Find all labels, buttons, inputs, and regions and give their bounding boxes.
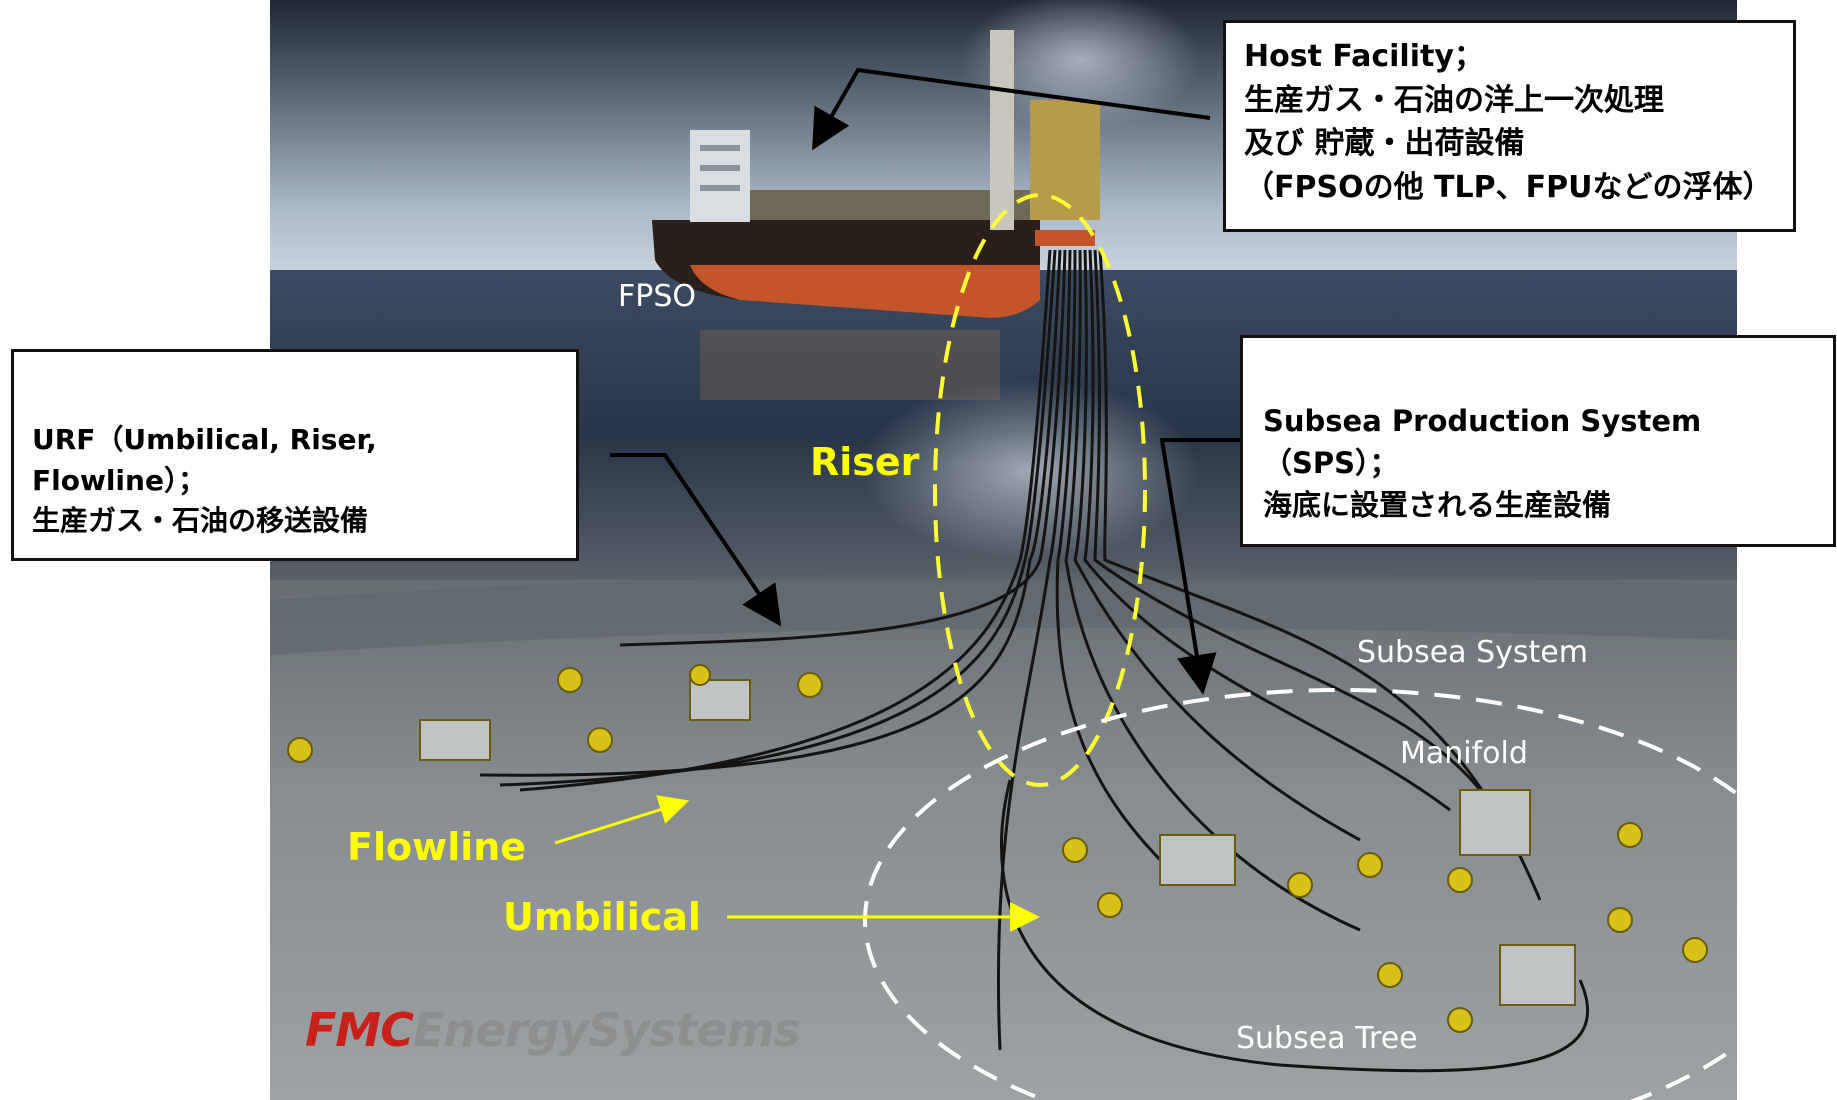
sps-callout-line1: Subsea Production System（SPS）；: [1263, 404, 1702, 481]
flowline-label: Flowline: [347, 825, 526, 869]
riser-lines: [479, 249, 1590, 1073]
subsea-system-ellipse: [863, 688, 1817, 1100]
sps-callout: Subsea Production System（SPS）； 海底に設置される生…: [1240, 335, 1836, 547]
umbilical-label: Umbilical: [503, 895, 701, 939]
fmc-logo: FMCEnergySystems: [305, 1003, 801, 1057]
flowline-arrow: [554, 795, 690, 845]
seabed-horizon: [270, 573, 1737, 655]
host-callout-line2: 生産ガス・石油の洋上一次処理: [1244, 82, 1664, 118]
right-cluster-equipment: [1062, 789, 1708, 1033]
urf-arrow: [610, 453, 782, 627]
host-arrow: [812, 67, 1211, 151]
subsea-system-label: Subsea System: [1357, 635, 1588, 670]
manifold-label: Manifold: [1400, 736, 1528, 771]
fmc-brand: FMC: [305, 1003, 414, 1057]
subsea-tree-label: Subsea Tree: [1236, 1021, 1418, 1056]
urf-callout-line1: URF（Umbilical, Riser, Flowline）；: [32, 423, 377, 497]
urf-callout: URF（Umbilical, Riser, Flowline）； 生産ガス・石油…: [11, 349, 579, 561]
fpso-vessel: [652, 30, 1100, 318]
left-cluster-equipment: [287, 664, 823, 763]
sps-callout-line2: 海底に設置される生産設備: [1263, 488, 1612, 523]
riser-highlight-ellipse: [933, 193, 1147, 787]
energy-systems-wordmark: EnergySystems: [412, 1003, 801, 1057]
sun-glow: [960, 0, 1200, 130]
host-callout-line4: （FPSOの他 TLP、FPUなどの浮体）: [1244, 169, 1773, 205]
riser-label: Riser: [810, 440, 920, 484]
urf-callout-line2: 生産ガス・石油の移送設備: [32, 504, 369, 538]
host-callout-line3: 及び 貯蔵・出荷設備: [1244, 126, 1525, 161]
host-callout-line1: Host Facility；: [1244, 39, 1484, 74]
fpso-label: FPSO: [618, 279, 696, 314]
fpso-reflection: [700, 330, 1000, 400]
sea-glow: [860, 380, 1200, 560]
host-facility-callout: Host Facility； 生産ガス・石油の洋上一次処理 及び 貯蔵・出荷設備…: [1223, 20, 1796, 232]
sps-arrow: [1159, 438, 1240, 695]
